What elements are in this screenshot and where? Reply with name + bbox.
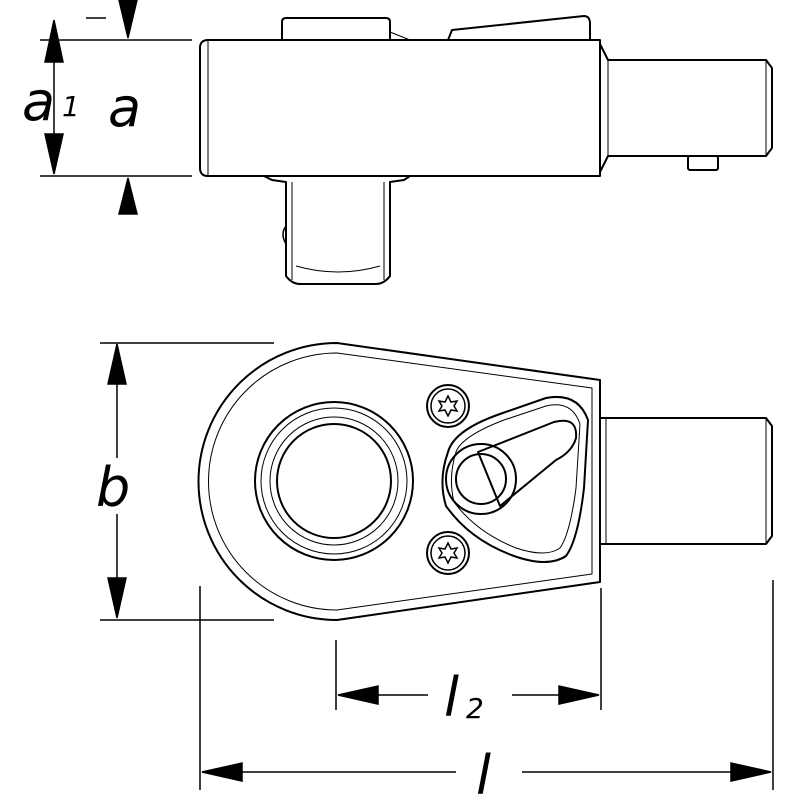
label-a: a [108,76,141,139]
arrow-l2-left [337,685,379,705]
ratchet-head-side [199,39,601,177]
square-drive [263,175,411,285]
reversing-lever-arm [477,419,578,507]
label-l2: l [444,666,459,729]
lever-pivot-knob [455,453,507,505]
ratchet-head-outline [197,342,601,621]
arrow-a-top [118,0,138,39]
drive-ring-outer [254,401,414,561]
dimension-l2 [335,588,602,710]
label-l2-subscript: 2 [466,692,484,725]
label-b: b [96,456,130,519]
arrow-l-left [201,762,243,782]
arrow-a1-bottom [44,133,64,175]
insert-tenon-top [600,417,773,545]
insert-tenon-side [599,43,773,173]
lever-pocket [441,396,589,563]
release-button-top [281,17,391,40]
torx-screw-icon [426,384,470,428]
lever-pivot-outer [445,443,517,515]
dimension-a [40,0,192,215]
arrow-b-bottom [107,577,127,619]
label-l: l [476,744,491,800]
label-a1-subscript: 1 [62,90,80,123]
arrow-b-top [107,343,127,385]
arrow-l2-right [558,685,600,705]
side-view [199,15,773,285]
dimension-b [100,342,274,621]
top-view [197,342,773,621]
dimension-l [199,580,774,790]
arrow-a-bottom [118,177,138,215]
arrow-l-right [730,762,772,782]
ratchet-head-inner-outline [208,352,593,611]
label-a1: a [22,70,55,133]
drive-bore [276,423,392,539]
torx-screw-icon [426,531,470,575]
spring-pin [687,155,719,171]
reversing-lever-side [447,15,591,41]
arrow-a1-top [44,19,64,63]
